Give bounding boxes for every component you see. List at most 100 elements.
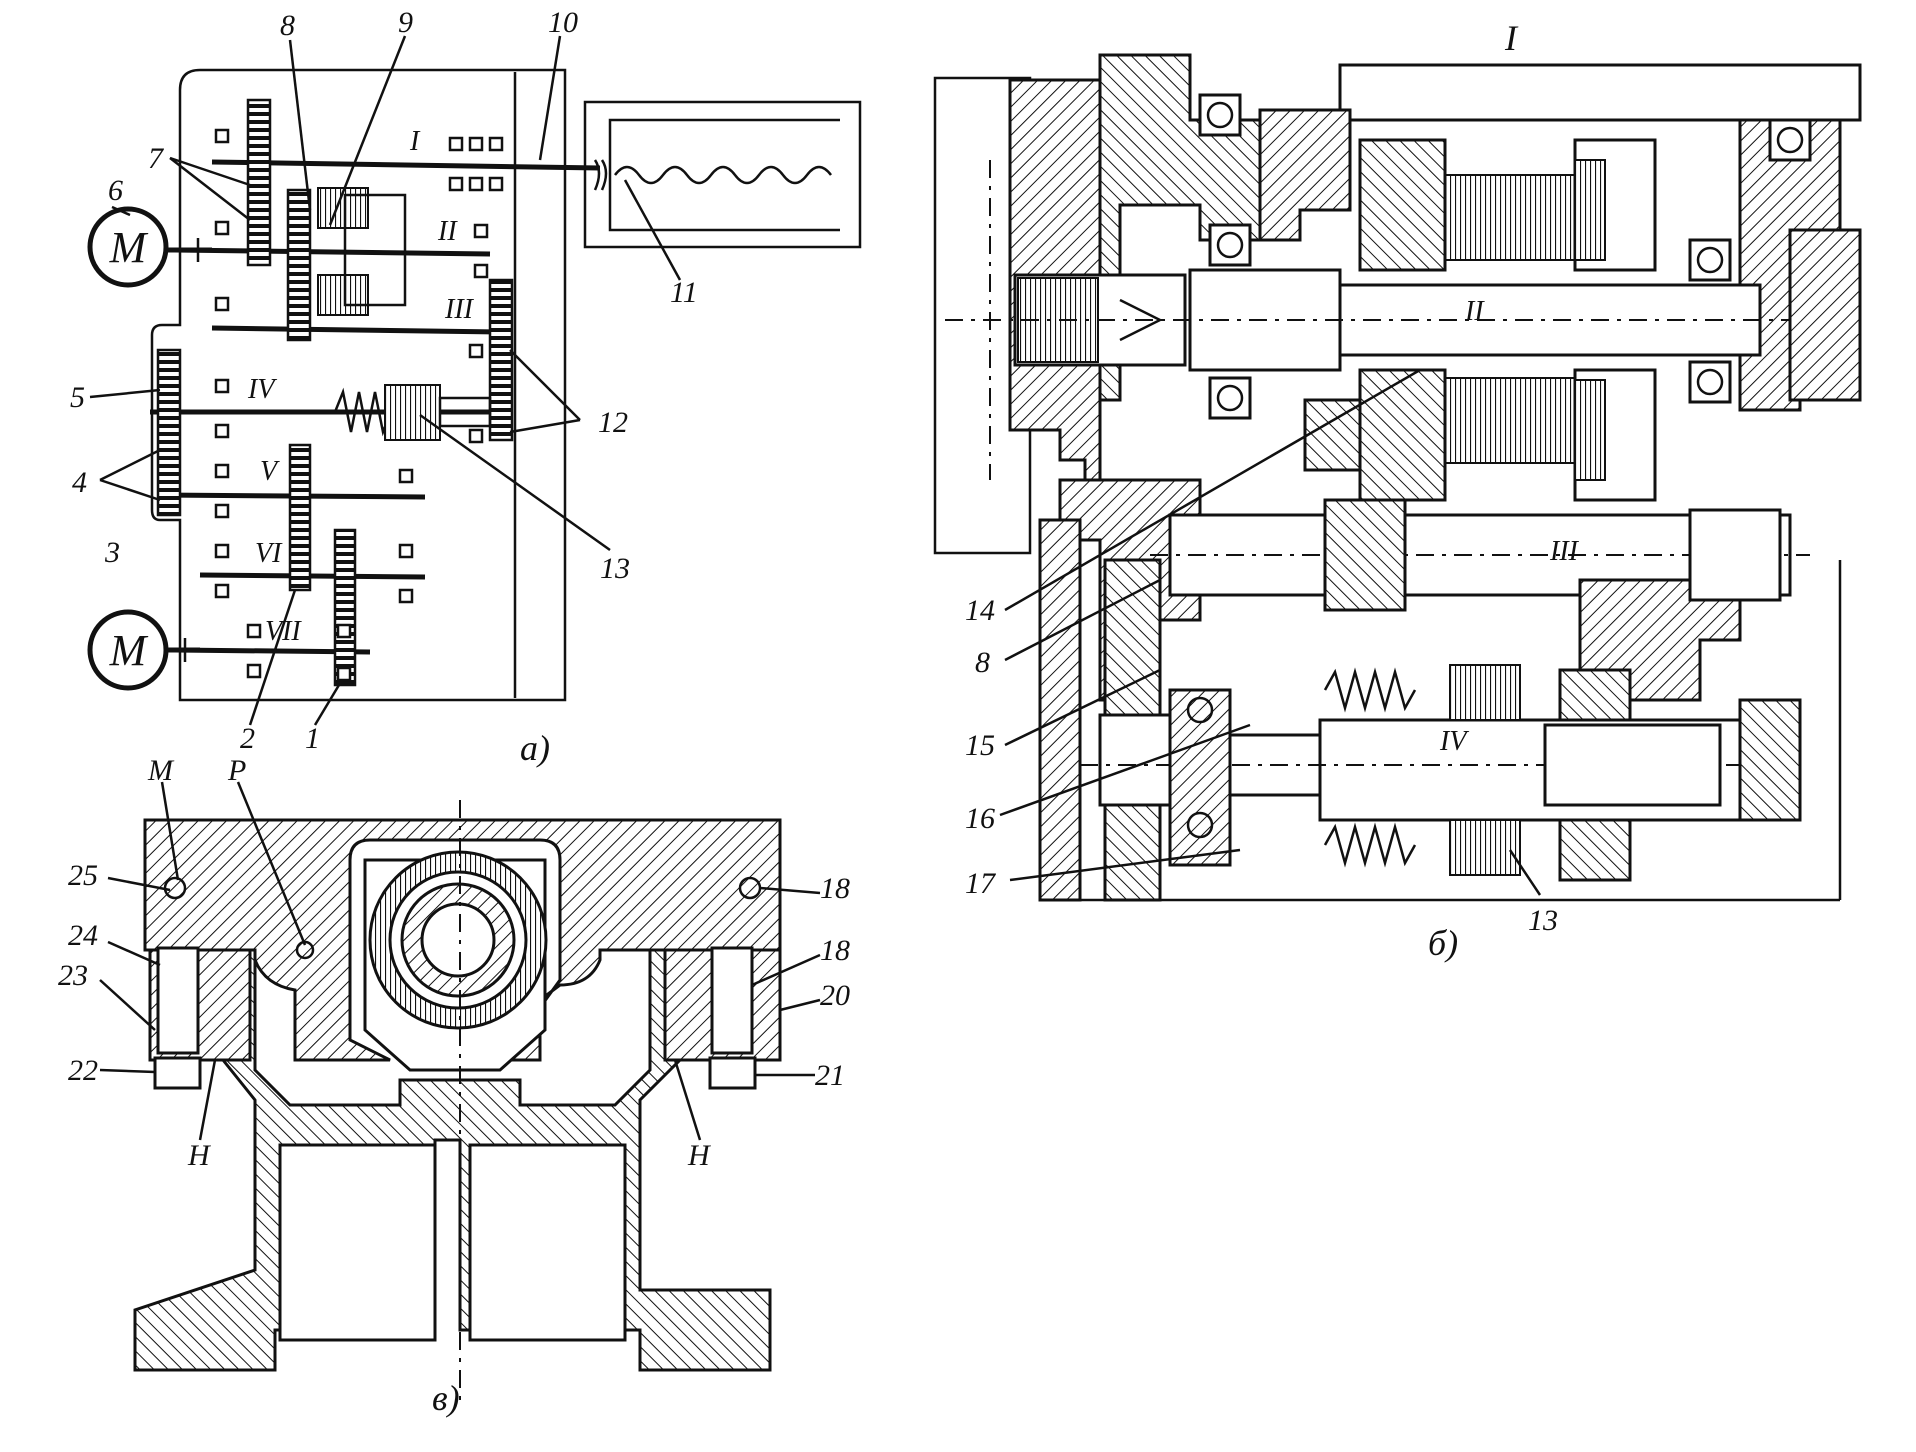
gearbox-housing — [150, 68, 567, 702]
bearings-scheme — [214, 128, 504, 682]
shaft-iii-line — [211, 325, 501, 335]
base-cavity-left — [278, 1143, 437, 1342]
callout-18-top: 18 — [820, 872, 850, 905]
callout-8-b: 8 — [975, 646, 990, 679]
letter-p: P — [227, 754, 246, 787]
callout-22: 22 — [68, 1054, 98, 1087]
callout-11: 11 — [670, 276, 698, 309]
callout-1: 1 — [305, 722, 320, 755]
housing-top-left — [1098, 53, 1262, 402]
shaft-label-iii: III — [444, 294, 475, 325]
gear-hub-iv-lower — [1558, 818, 1632, 882]
leaders-c — [99, 781, 821, 1141]
callout-23: 23 — [58, 959, 88, 992]
spring-lower — [1323, 822, 1417, 868]
shafts-scheme — [150, 159, 601, 655]
bearing-block-iv — [1168, 688, 1232, 867]
shaft-iv-right — [1543, 723, 1722, 807]
callout-24: 24 — [68, 919, 98, 952]
clutch-pack-upper — [1444, 174, 1576, 261]
bolt-24 — [156, 946, 200, 1055]
gear-12 — [488, 278, 514, 442]
gear-7 — [246, 98, 272, 267]
callout-2: 2 — [240, 722, 255, 755]
clutch-13-upper — [1449, 664, 1521, 721]
upper-cover — [143, 818, 782, 1062]
shaft-label-iv: IV — [247, 374, 277, 405]
shaft-vi-line — [199, 572, 426, 580]
shaft-label-v: V — [260, 456, 280, 487]
shaft-label-i: I — [409, 126, 421, 157]
callout-18: 18 — [820, 934, 850, 967]
callout-10: 10 — [548, 6, 578, 39]
clutch-pack-lower — [1444, 377, 1576, 464]
gear-iv-right — [1738, 698, 1802, 822]
callout-13: 13 — [600, 552, 630, 585]
callout-20: 20 — [820, 979, 850, 1012]
shaft-label-vii: VII — [265, 616, 302, 647]
leaders-b — [999, 368, 1542, 896]
callout-12: 12 — [598, 406, 628, 439]
shaft-i-line — [211, 159, 601, 171]
shaft-ii-line — [174, 247, 491, 257]
caption-b: б) — [1428, 923, 1458, 963]
svg-text:M: M — [109, 626, 149, 675]
bolt-19 — [710, 946, 754, 1055]
gears-scheme — [156, 98, 514, 687]
clutch-13-lower — [1449, 819, 1521, 876]
gear-1 — [333, 528, 357, 687]
clutch-9 — [317, 187, 407, 316]
top-cover — [1338, 63, 1862, 122]
base-cavity-right — [468, 1143, 627, 1342]
shaft-label-iv-b: IV — [1439, 726, 1469, 757]
callout-7: 7 — [148, 142, 165, 175]
callout-8: 8 — [280, 9, 295, 42]
callout-9: 9 — [398, 6, 413, 39]
nut-21 — [708, 1056, 757, 1090]
clutch-hub-upper — [1358, 138, 1447, 272]
housing-right-end — [1788, 228, 1862, 402]
clutch-hub-lower — [1358, 368, 1447, 502]
bearing-ball-iv-lower — [1186, 811, 1214, 839]
shaft-iii-end — [1688, 508, 1782, 602]
letter-h-right: H — [687, 1139, 712, 1172]
gear-4 — [156, 348, 182, 517]
gear-14 — [1323, 498, 1407, 612]
callout-4: 4 — [72, 466, 87, 499]
shaft-label-i-b: I — [1504, 18, 1519, 58]
feed-screw-housing — [583, 100, 862, 249]
gear-2 — [288, 443, 312, 592]
callout-6: 6 — [108, 174, 123, 207]
motor-6: M — [87, 206, 212, 288]
gear-hub-ii — [1303, 398, 1362, 472]
gear-8 — [286, 188, 312, 342]
caption-a: a) — [520, 728, 550, 768]
shaft-label-ii-b: II — [1464, 296, 1485, 327]
gear-hub-iv-upper — [1558, 668, 1632, 722]
clutch-housing-left — [1258, 108, 1352, 242]
caption-c: в) — [432, 1378, 460, 1418]
panel-c-cross-section: M P H H 25 24 23 22 18 18 20 21 в) — [58, 754, 850, 1418]
callout-21: 21 — [815, 1059, 845, 1092]
callout-13-b: 13 — [1528, 904, 1558, 937]
callout-16: 16 — [965, 802, 995, 835]
motor-3: M — [87, 609, 200, 691]
callout-5: 5 — [70, 381, 85, 414]
shaft-label-ii: II — [437, 216, 458, 247]
svg-text:M: M — [109, 223, 149, 272]
shaft-label-vi: VI — [255, 538, 283, 569]
panel-b-section: II I III — [933, 18, 1862, 963]
nut-22 — [153, 1056, 202, 1090]
spring-upper — [1323, 667, 1417, 713]
bearing-ball-iv-upper — [1186, 696, 1214, 724]
worm-section — [368, 850, 548, 1030]
letter-h-left: H — [187, 1139, 212, 1172]
callout-3: 3 — [104, 536, 120, 569]
callout-15: 15 — [965, 729, 995, 762]
panel-a-kinematic-scheme: M M 7 6 — [70, 6, 862, 768]
letter-m: M — [147, 754, 175, 787]
shaft-label-iii-b: III — [1549, 536, 1580, 567]
bearings-shaft-ii — [1198, 93, 1812, 420]
callout-14: 14 — [965, 594, 995, 627]
